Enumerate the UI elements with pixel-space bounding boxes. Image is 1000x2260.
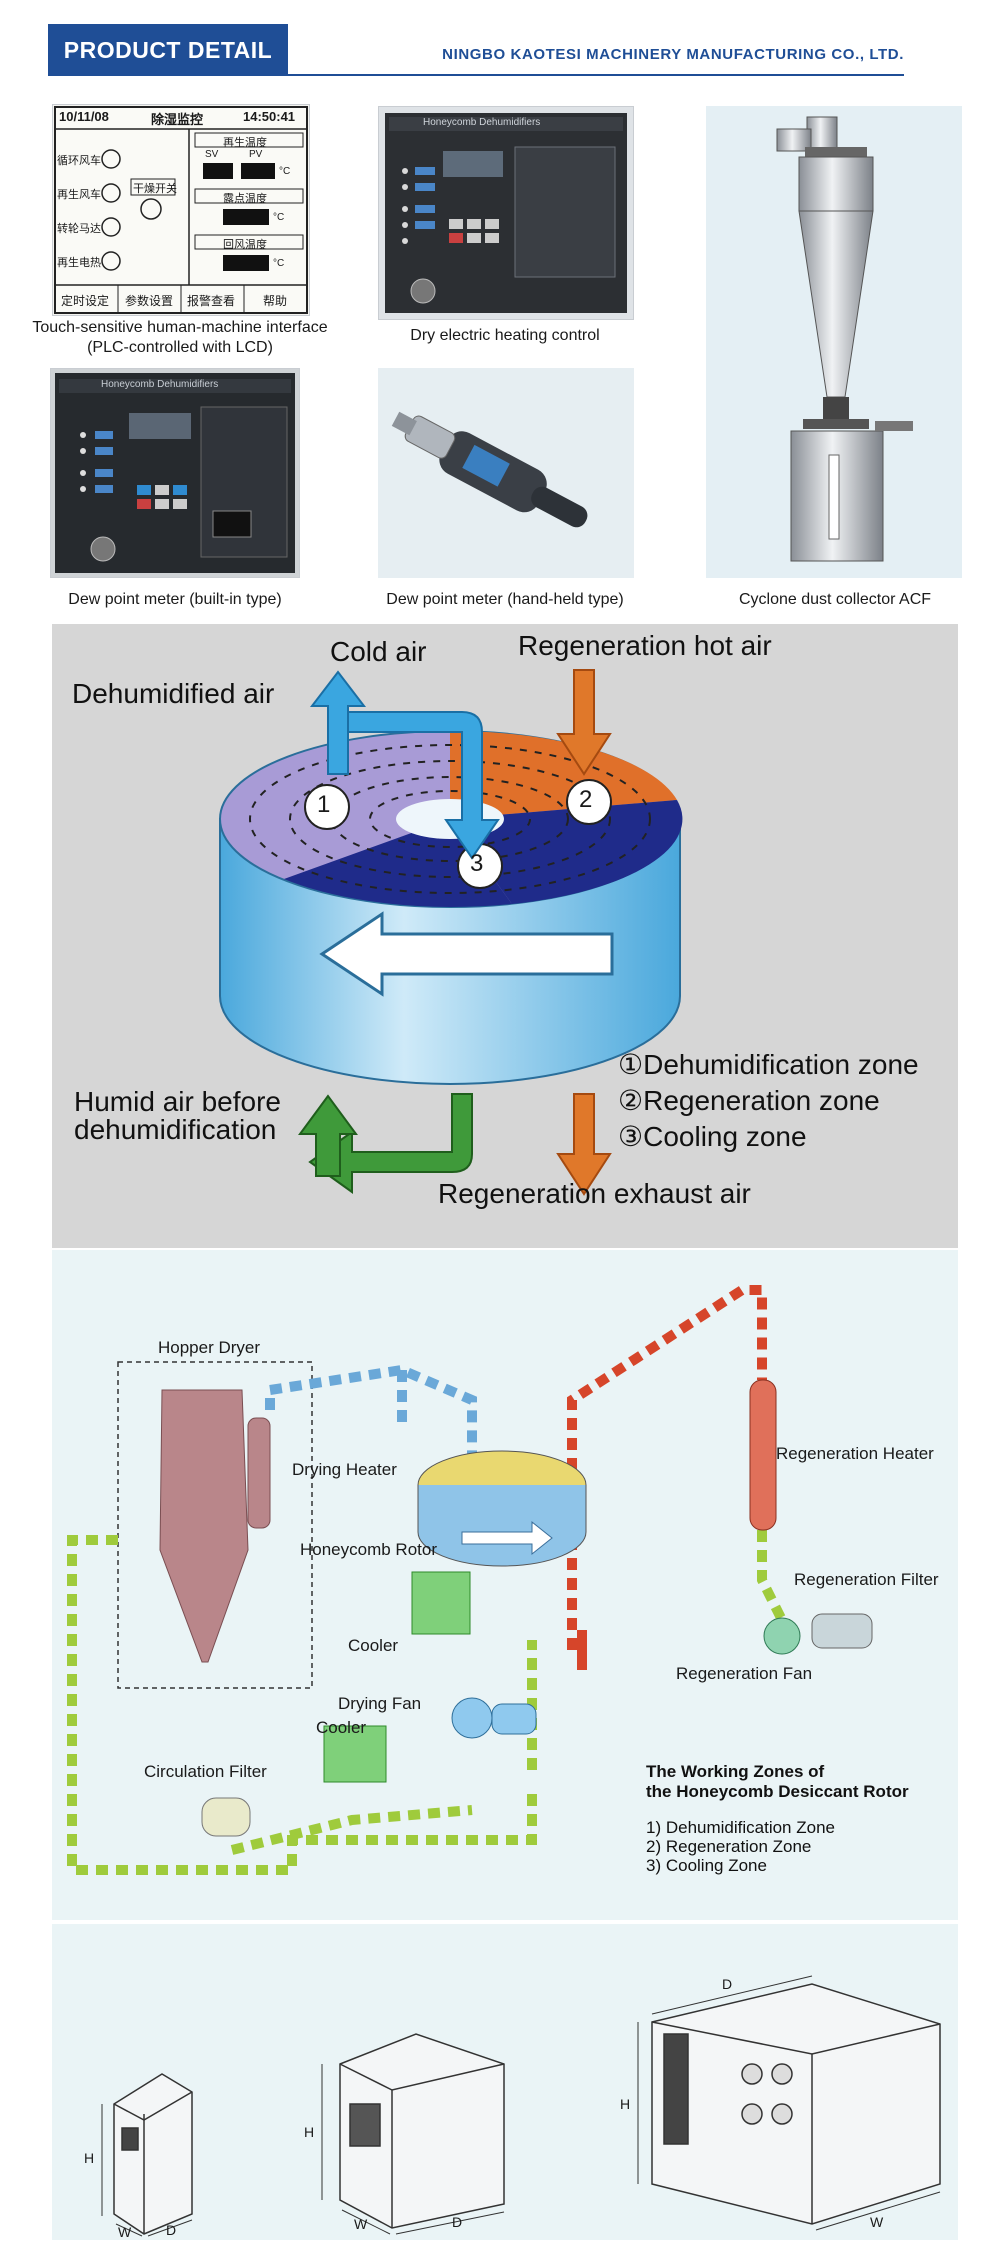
zone2-number: 2 bbox=[579, 786, 593, 813]
hmi-box1: 再生温度 bbox=[223, 137, 267, 149]
hmi-photo: 10/11/08 除湿监控 14:50:41 循环风车 再生风车 转轮马达 再生… bbox=[52, 104, 310, 316]
hmi-sv: SV bbox=[205, 149, 219, 160]
dim-h-large: H bbox=[620, 2096, 631, 2112]
hmi-box3: 回风温度 bbox=[223, 239, 267, 251]
control-panel-drawing bbox=[385, 113, 627, 313]
regen-heater-label: Regeneration Heater bbox=[776, 1444, 934, 1463]
dim-w-large: W bbox=[870, 2214, 884, 2230]
zone3-sector bbox=[284, 819, 512, 908]
zone2-legend: ②Regeneration zone bbox=[618, 1085, 880, 1116]
system-diagram-panel: Hopper Dryer Drying Heater Honeycomb Rot… bbox=[52, 1250, 958, 1920]
cooler-label: Cooler bbox=[316, 1718, 367, 1737]
zone1-number: 1 bbox=[317, 791, 331, 818]
honeycomb-rotor-label: Honeycomb Rotor bbox=[300, 1540, 438, 1559]
hmi-row: 再生风车 bbox=[57, 189, 101, 201]
heating-control-photo: Honeycomb Dehumidifiers bbox=[378, 106, 634, 320]
circulation-filter-label: Circulation Filter bbox=[144, 1762, 267, 1781]
hmi-row: 转轮马达 bbox=[57, 223, 101, 235]
regen-fan-label: Regeneration Fan bbox=[676, 1664, 813, 1683]
hmi-row: 循环风车 bbox=[57, 155, 101, 167]
zone3-number: 3 bbox=[470, 850, 484, 877]
cyclone-photo bbox=[706, 106, 962, 578]
hmi-button: 参数设置 bbox=[125, 294, 174, 308]
hmi-button: 定时设定 bbox=[61, 294, 110, 308]
hmi-pv: PV bbox=[249, 149, 263, 160]
hmi-unit: °C bbox=[279, 166, 291, 177]
hopper-dryer-label: Hopper Dryer bbox=[158, 1338, 261, 1357]
cooler-top-label: Cooler bbox=[348, 1636, 399, 1655]
dimension-panel: H W D H W D H D W bbox=[52, 1924, 958, 2240]
caption-dew-handheld: Dew point meter (hand-held type) bbox=[386, 591, 624, 608]
hmi-unit: °C bbox=[273, 258, 285, 269]
humid-air-label: Humid air before dehumidification bbox=[74, 1086, 281, 1145]
hmi-row: 再生电热 bbox=[57, 257, 101, 269]
zone3-sector bbox=[450, 800, 683, 904]
caption-line: Touch-sensitive human-machine interface bbox=[32, 319, 328, 336]
dim-d-medium: D bbox=[452, 2214, 463, 2230]
control-panel-title: Honeycomb Dehumidifiers bbox=[101, 379, 219, 390]
page-header: PRODUCT DETAIL NINGBO KAOTESI MACHINERY … bbox=[48, 24, 904, 76]
dim-h-medium: H bbox=[304, 2124, 315, 2140]
dew-meter-handheld-photo bbox=[378, 368, 634, 578]
dew-meter-builtin-photo: Honeycomb Dehumidifiers bbox=[50, 368, 300, 578]
dimension-drawings bbox=[101, 1975, 941, 2237]
regen-filter-label: Regeneration Filter bbox=[794, 1570, 939, 1589]
dim-w-medium: W bbox=[354, 2216, 368, 2232]
zones-list: 1) Dehumidification Zone 2) Regeneration… bbox=[646, 1818, 835, 1875]
caption-dew-builtin: Dew point meter (built-in type) bbox=[68, 591, 282, 608]
caption-cyclone: Cyclone dust collector ACF bbox=[738, 591, 932, 608]
caption-heating-control: Dry electric heating control bbox=[410, 327, 600, 344]
dew-meter-handheld-drawing bbox=[391, 411, 588, 528]
dew-meter-builtin-drawing bbox=[55, 373, 295, 573]
regen-exhaust-label: Regeneration exhaust air bbox=[438, 1178, 751, 1209]
dehumidified-air-label: Dehumidified air bbox=[72, 678, 275, 709]
drying-fan-label: Drying Fan bbox=[338, 1694, 422, 1713]
company-name: NINGBO KAOTESI MACHINERY MANUFACTURING C… bbox=[442, 46, 904, 63]
hmi-box2: 露点温度 bbox=[223, 193, 267, 205]
header-divider bbox=[288, 74, 904, 76]
zone1-legend: ①Dehumidification zone bbox=[618, 1049, 919, 1080]
hmi-button: 帮助 bbox=[263, 294, 288, 308]
zone2-sector bbox=[450, 730, 677, 819]
rotor-diagram bbox=[219, 669, 683, 1196]
dim-d-small: D bbox=[166, 2222, 177, 2238]
drying-heater-label: Drying Heater bbox=[292, 1460, 397, 1479]
hmi-screen-drawing bbox=[54, 106, 308, 314]
cold-air-label: Cold air bbox=[330, 636, 427, 667]
hmi-time: 14:50:41 bbox=[243, 109, 296, 124]
control-panel-title: Honeycomb Dehumidifiers bbox=[423, 117, 541, 128]
hmi-button: 报警查看 bbox=[187, 294, 236, 308]
regen-hot-air-label: Regeneration hot air bbox=[518, 630, 772, 661]
hmi-switch: 干燥开关 bbox=[133, 183, 177, 195]
dim-w-small: W bbox=[118, 2224, 132, 2240]
rotor-diagram-panel: 1 2 3 Cold air Regeneration hot air Dehu… bbox=[52, 624, 958, 1248]
dim-h-small: H bbox=[84, 2150, 95, 2166]
dim-d-large: D bbox=[722, 1976, 733, 1992]
hmi-date: 10/11/08 bbox=[59, 109, 109, 124]
zone3-legend: ③Cooling zone bbox=[618, 1121, 807, 1152]
product-detail-tag: PRODUCT DETAIL bbox=[48, 24, 288, 76]
caption-line: (PLC-controlled with LCD) bbox=[87, 339, 273, 356]
cyclone-drawing bbox=[776, 116, 913, 562]
hmi-title: 除湿监控 bbox=[151, 112, 204, 127]
caption-hmi: Touch-sensitive human-machine interface … bbox=[0, 318, 360, 358]
system-diagram bbox=[67, 1285, 873, 1875]
hmi-unit: °C bbox=[273, 212, 285, 223]
zones-title: The Working Zones of the Honeycomb Desic… bbox=[646, 1762, 909, 1801]
